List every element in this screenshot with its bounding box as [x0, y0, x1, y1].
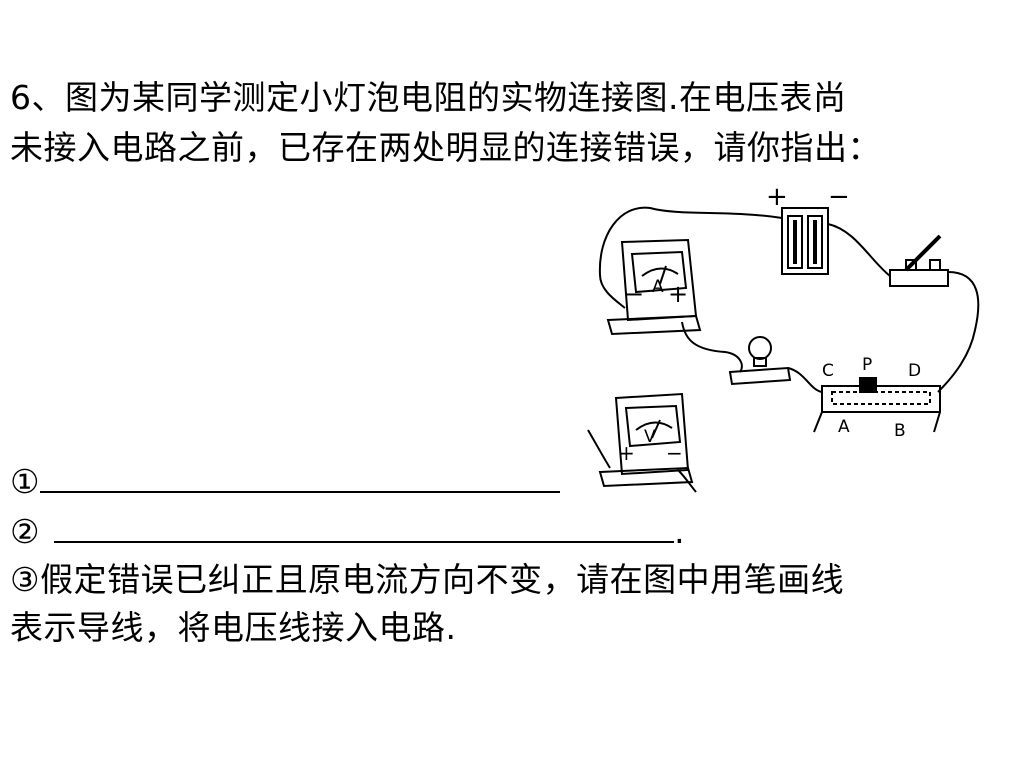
voltmeter-minus-label: −: [666, 441, 683, 465]
ammeter-plus-label: +: [668, 280, 688, 308]
rheostat: [813, 377, 941, 433]
answer-2: ②.: [10, 512, 685, 552]
ammeter: [606, 238, 702, 336]
answer-1-mark: ①: [10, 462, 41, 501]
rheostat-b-label: B: [894, 421, 906, 441]
wire-lamp-rheostat: [787, 367, 823, 393]
question-item-3: ③假定错误已纠正且原电流方向不变，请在图中用笔画线: [10, 560, 845, 599]
wire-voltmeter-right: [677, 469, 697, 493]
answer-1-blank[interactable]: [40, 463, 561, 493]
question-line-1: 6、图为某同学测定小灯泡电阻的实物连接图.在电压表尚: [10, 78, 847, 117]
ammeter-minus-label: −: [624, 280, 644, 308]
ammeter-symbol: A: [652, 277, 664, 297]
answer-2-blank[interactable]: [54, 513, 675, 543]
battery-plus-label: +: [766, 182, 788, 212]
question-line-2: 未接入电路之前，已存在两处明显的连接错误，请你指出：: [10, 128, 881, 167]
answer-1: ①: [10, 462, 561, 502]
wire-battery-switch: [827, 223, 891, 277]
answer-2-mark: ②: [10, 512, 41, 551]
wire-switch-rheostat: [937, 271, 980, 393]
battery: [781, 207, 829, 275]
voltmeter-plus-label: +: [618, 441, 635, 465]
question-item-3-cont: 表示导线，将电压线接入电路.: [10, 608, 457, 647]
answer-2-period: .: [674, 512, 686, 551]
voltmeter-symbol: V: [644, 427, 656, 447]
battery-minus-label: −: [828, 182, 850, 212]
rheostat-d-label: D: [908, 361, 921, 381]
wire-ammeter-lamp: [681, 321, 743, 373]
voltmeter: [598, 392, 694, 488]
wire-voltmeter-left: [587, 429, 611, 469]
circuit-diagram: + − A − + C P D A B: [587, 182, 980, 493]
wire-battery-ammeter: [598, 206, 783, 309]
rheostat-c-label: C: [822, 361, 834, 381]
switch: [889, 234, 949, 287]
lamp: [728, 336, 792, 386]
rheostat-p-label: P: [862, 355, 872, 375]
rheostat-a-label: A: [838, 417, 850, 437]
